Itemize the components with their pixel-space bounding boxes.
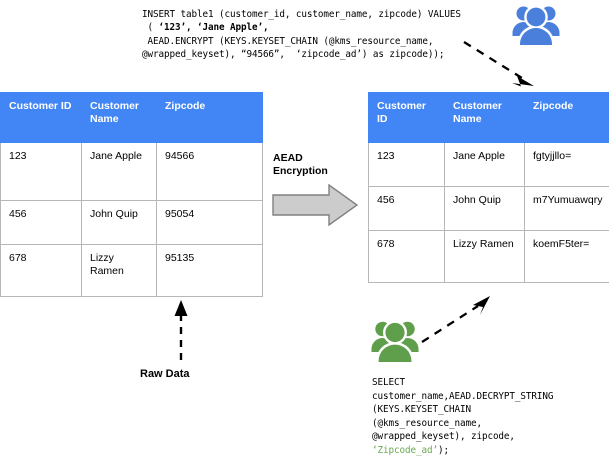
cell-zipcode: koemF5ter=	[524, 230, 609, 283]
table-row: 123 Jane Apple fgtyjjllo=	[368, 142, 609, 187]
insert-sql-line-4: @wrapped_keyset), “94566”, ‘zipcode_ad’)…	[142, 49, 445, 61]
aead-label-line-2: Encryption	[273, 165, 328, 177]
people-group-icon	[512, 5, 560, 45]
raw-data-label: Raw Data	[140, 368, 190, 380]
table-row: 456 John Quip m7Yumuawqry	[368, 186, 609, 231]
insert-sql-line-1: INSERT table1 (customer_id, customer_nam…	[142, 9, 461, 20]
insert-sql-statement: INSERT table1 (customer_id, customer_nam…	[142, 8, 461, 62]
table-header-row: Customer ID Customer Name Zipcode	[368, 92, 609, 143]
cell-zipcode: m7Yumuawqry	[524, 186, 609, 231]
insert-sql-line-3: AEAD.ENCRYPT (KEYS.KEYSET_CHAIN (@kms_re…	[142, 35, 434, 47]
cell-customer-id: 456	[368, 186, 445, 231]
dashed-arrow-up-right-icon	[421, 296, 490, 343]
cell-customer-name: John Quip	[81, 200, 157, 245]
cell-zipcode: 95054	[156, 200, 263, 245]
cell-customer-id: 678	[0, 244, 82, 297]
cell-customer-id: 123	[368, 142, 445, 187]
insert-sql-line-2-prefix: (	[142, 22, 159, 34]
insert-sql-line-2-values: ‘123’, ‘Jane Apple’,	[158, 22, 269, 34]
cell-customer-id: 678	[368, 230, 445, 283]
column-header-customer-id: Customer ID	[368, 92, 445, 143]
select-sql-line-5: @wrapped_keyset), zipcode,	[372, 431, 515, 442]
cell-zipcode: 95135	[156, 244, 263, 297]
select-sql-aad-literal: ‘Zipcode_ad’	[372, 444, 438, 456]
people-group-icon	[371, 320, 419, 362]
cell-customer-name: Jane Apple	[444, 142, 525, 187]
column-header-zipcode: Zipcode	[524, 92, 609, 143]
raw-data-table: Customer ID Customer Name Zipcode 123 Ja…	[0, 92, 263, 297]
cell-zipcode: fgtyjjllo=	[524, 142, 609, 187]
table-header-row: Customer ID Customer Name Zipcode	[0, 92, 263, 143]
select-sql-line-3: (KEYS.KEYSET_CHAIN	[372, 404, 471, 415]
table-row: 123 Jane Apple 94566	[0, 142, 263, 201]
cell-customer-name: John Quip	[444, 186, 525, 231]
table-row: 456 John Quip 95054	[0, 200, 263, 245]
column-header-customer-name: Customer Name	[81, 92, 157, 143]
cell-customer-id: 456	[0, 200, 82, 245]
dashed-arrow-up-icon	[174, 300, 188, 360]
column-header-customer-id: Customer ID	[0, 92, 82, 143]
select-sql-line-6-tail: );	[437, 444, 449, 456]
aead-label-line-1: AEAD	[273, 152, 303, 164]
table-row: 678 Lizzy Ramen koemF5ter=	[368, 230, 609, 283]
select-sql-line-2: customer_name,AEAD.DECRYPT_STRING	[372, 390, 554, 402]
cell-customer-name: Lizzy Ramen	[81, 244, 157, 297]
select-sql-line-1: SELECT	[372, 377, 405, 388]
cell-customer-id: 123	[0, 142, 82, 201]
cell-customer-name: Jane Apple	[81, 142, 157, 201]
cell-zipcode: 94566	[156, 142, 263, 201]
block-arrow-right-icon	[272, 184, 358, 226]
encrypted-data-table: Customer ID Customer Name Zipcode 123 Ja…	[368, 92, 609, 283]
column-header-customer-name: Customer Name	[444, 92, 525, 143]
dashed-arrow-down-right-icon	[463, 41, 534, 87]
select-sql-line-4: (@kms_resource_name,	[372, 417, 482, 429]
column-header-zipcode: Zipcode	[156, 92, 263, 143]
select-sql-statement: SELECT customer_name,AEAD.DECRYPT_STRING…	[372, 376, 554, 457]
table-row: 678 Lizzy Ramen 95135	[0, 244, 263, 297]
cell-customer-name: Lizzy Ramen	[444, 230, 525, 283]
